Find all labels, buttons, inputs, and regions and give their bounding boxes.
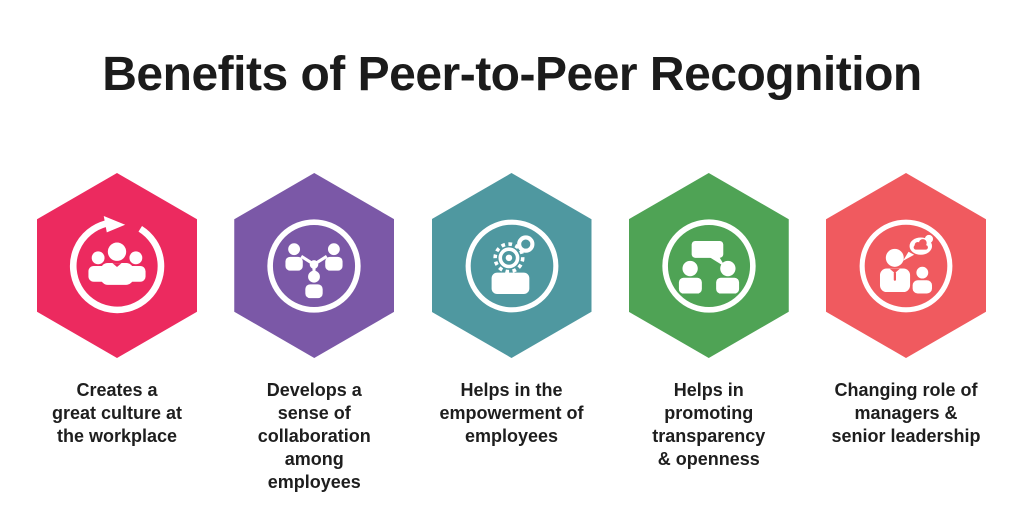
hexagon: [826, 173, 986, 358]
benefit-item-transparency: Helps in promoting transparency & openne…: [628, 173, 789, 494]
benefit-caption: Helps in promoting transparency & openne…: [652, 380, 766, 469]
benefit-item-culture: Creates a great culture at the workplace: [37, 173, 197, 494]
team-refresh-icon: [69, 215, 165, 313]
hexagon: [431, 173, 592, 358]
collar-notch: [889, 268, 900, 273]
hexagon: [37, 173, 197, 358]
benefits-row: Creates a great culture at the workplace: [37, 173, 986, 494]
benefit-caption: Develops a sense of collaboration among …: [257, 380, 371, 492]
tie: [893, 271, 897, 281]
hexagon: [234, 173, 395, 358]
benefit-caption: Creates a great culture at the workplace: [51, 380, 183, 446]
people-network-icon: [267, 218, 361, 313]
manager-speech-icon: [859, 219, 953, 312]
benefit-item-leadership: Changing role of managers & senior leade…: [826, 173, 986, 494]
hexagon: [628, 173, 789, 358]
page-title: Benefits of Peer-to-Peer Recognition: [102, 48, 922, 101]
benefit-item-collaboration: Develops a sense of collaboration among …: [234, 173, 395, 494]
bubble-glyph: [913, 244, 928, 250]
benefit-caption: Changing role of managers & senior leade…: [831, 380, 981, 446]
bubble-glyph: [918, 238, 927, 247]
benefit-item-empowerment: Helps in the empowerment of employees: [431, 173, 592, 494]
gear-person-icon: [465, 219, 558, 312]
conversation-icon: [662, 218, 756, 313]
benefit-caption: Helps in the empowerment of employees: [439, 380, 584, 446]
collar-notch: [112, 262, 122, 267]
